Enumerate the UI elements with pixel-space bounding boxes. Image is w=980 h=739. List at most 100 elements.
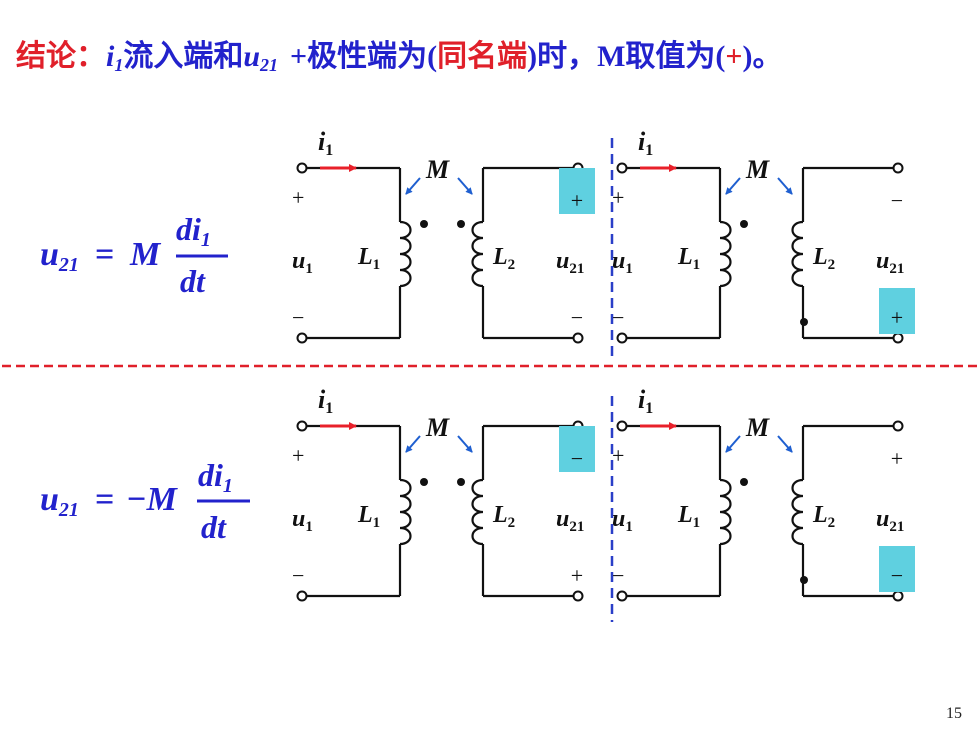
u1-minus-sign: − bbox=[292, 305, 304, 330]
current-label: i1 bbox=[318, 127, 333, 159]
u1-plus-sign: + bbox=[292, 185, 304, 210]
polarity-highlight bbox=[559, 426, 595, 472]
coil-l2 bbox=[791, 478, 804, 546]
u21-label: u21 bbox=[876, 506, 904, 535]
terminal-node bbox=[296, 162, 308, 174]
polarity-highlight bbox=[559, 168, 595, 214]
coil-l1 bbox=[399, 478, 412, 546]
terminal-node bbox=[616, 590, 628, 602]
coil-l2 bbox=[791, 220, 804, 288]
u1-plus-sign: + bbox=[612, 185, 624, 210]
mutual-arrow-right bbox=[777, 435, 793, 453]
terminal-node bbox=[892, 590, 904, 602]
u21-top-sign: + bbox=[571, 188, 583, 213]
u21-label: u21 bbox=[556, 506, 584, 535]
title-same-name: 同名端 bbox=[437, 40, 527, 73]
coil-l1 bbox=[719, 478, 732, 546]
terminal-node bbox=[616, 420, 628, 432]
l2-label: L2 bbox=[812, 502, 835, 531]
u21-label: u21 bbox=[556, 248, 584, 277]
terminal-node bbox=[572, 590, 584, 602]
mutual-arrow-left bbox=[405, 177, 421, 195]
u21-bottom-sign: − bbox=[891, 563, 903, 588]
polarity-dot-l2 bbox=[800, 576, 808, 584]
mutual-arrow-left bbox=[725, 177, 741, 195]
title-u21-sub: 21 bbox=[259, 55, 278, 75]
u1-label: u1 bbox=[612, 506, 633, 535]
polarity-dot-l1 bbox=[420, 478, 428, 486]
title-mid3: )时，M取值为( bbox=[527, 40, 725, 73]
mutual-label: M bbox=[425, 413, 450, 442]
terminal-node bbox=[892, 162, 904, 174]
title-i1-sub: 1 bbox=[114, 55, 123, 75]
polarity-dot-l2 bbox=[800, 318, 808, 326]
mutual-label: M bbox=[745, 413, 770, 442]
u21-label: u21 bbox=[876, 248, 904, 277]
title-i1: i bbox=[106, 40, 115, 73]
terminal-node bbox=[892, 420, 904, 432]
formula-top: u21 = M di1 dt bbox=[40, 211, 228, 299]
mutual-label: M bbox=[745, 155, 770, 184]
polarity-dot-l1 bbox=[740, 220, 748, 228]
terminal-node bbox=[296, 590, 308, 602]
svg-text:di1: di1 bbox=[198, 457, 233, 497]
l2-label: L2 bbox=[492, 502, 515, 531]
coil-l2 bbox=[471, 478, 484, 546]
u1-minus-sign: − bbox=[612, 305, 624, 330]
svg-text:u21: u21 bbox=[40, 236, 79, 276]
polarity-dot-l2 bbox=[457, 220, 465, 228]
u1-label: u1 bbox=[292, 506, 313, 535]
circuit-top-right: i1M + − u1 L1 L2 u21 − + bbox=[612, 127, 915, 344]
terminal-node bbox=[296, 332, 308, 344]
mutual-label: M bbox=[425, 155, 450, 184]
svg-text:=: = bbox=[95, 236, 114, 273]
l2-label: L2 bbox=[812, 244, 835, 273]
polarity-highlight bbox=[879, 546, 915, 592]
l1-label: L1 bbox=[677, 502, 700, 531]
svg-text:M: M bbox=[129, 236, 162, 273]
coil-l1 bbox=[719, 220, 732, 288]
current-label: i1 bbox=[318, 385, 333, 417]
current-label: i1 bbox=[638, 385, 653, 417]
u1-label: u1 bbox=[292, 248, 313, 277]
mutual-arrow-right bbox=[457, 177, 473, 195]
svg-text:−M: −M bbox=[126, 481, 179, 518]
svg-text:di1: di1 bbox=[176, 211, 211, 251]
u21-top-sign: + bbox=[891, 446, 903, 471]
u21-bottom-sign: + bbox=[891, 305, 903, 330]
u1-plus-sign: + bbox=[292, 443, 304, 468]
polarity-dot-l2 bbox=[457, 478, 465, 486]
mutual-arrow-right bbox=[777, 177, 793, 195]
u21-top-sign: − bbox=[571, 446, 583, 471]
svg-text:u21: u21 bbox=[40, 481, 79, 521]
polarity-highlight bbox=[879, 288, 915, 334]
polarity-dot-l1 bbox=[420, 220, 428, 228]
l1-label: L1 bbox=[677, 244, 700, 273]
terminal-node bbox=[572, 332, 584, 344]
slide-title: 结论：i1流入端和u21+极性端为(同名端)时，M取值为(+)。 bbox=[16, 40, 783, 75]
u1-plus-sign: + bbox=[612, 443, 624, 468]
svg-text:dt: dt bbox=[201, 509, 227, 545]
terminal-node bbox=[616, 332, 628, 344]
coil-l2 bbox=[471, 220, 484, 288]
title-mid2: +极性端为( bbox=[290, 40, 437, 73]
u1-label: u1 bbox=[612, 248, 633, 277]
terminal-node bbox=[296, 420, 308, 432]
terminal-node bbox=[892, 332, 904, 344]
terminal-node bbox=[616, 162, 628, 174]
svg-text:dt: dt bbox=[180, 263, 206, 299]
u1-minus-sign: − bbox=[292, 563, 304, 588]
l2-label: L2 bbox=[492, 244, 515, 273]
current-label: i1 bbox=[638, 127, 653, 159]
title-end: )。 bbox=[743, 40, 783, 73]
page-number: 15 bbox=[946, 705, 962, 722]
mutual-arrow-left bbox=[405, 435, 421, 453]
u21-bottom-sign: − bbox=[571, 305, 583, 330]
u21-top-sign: − bbox=[891, 188, 903, 213]
